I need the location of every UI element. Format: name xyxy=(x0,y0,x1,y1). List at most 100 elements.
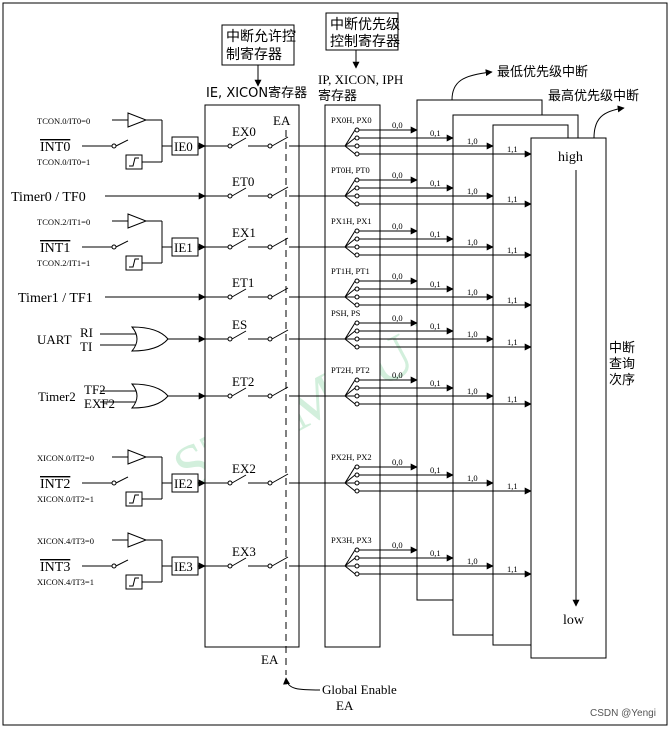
ip-register-caption-1: IP, XICON, IPH xyxy=(318,72,403,87)
t1-en-blade xyxy=(231,288,247,298)
int3-enable-label: EX3 xyxy=(232,544,256,559)
int3-cfg-bottom: XICON.4/IT3=1 xyxy=(37,577,94,587)
int1-switch-blade xyxy=(115,240,129,248)
t2-fan-dot-3 xyxy=(354,401,360,407)
ip-register-box xyxy=(324,104,381,648)
int2-fan-0 xyxy=(344,466,356,484)
t1-level-label-2: 1,0 xyxy=(467,287,478,297)
int1-fan-dot-3 xyxy=(354,252,360,258)
t0-fan-dot-1 xyxy=(354,185,360,191)
uart-fan-dot-3 xyxy=(354,344,360,350)
int2-en-blade xyxy=(231,474,247,484)
uart-prio-label: PSH, PS xyxy=(331,308,361,318)
highest-priority-arrow xyxy=(593,105,625,139)
uart-fan-1 xyxy=(344,330,356,340)
t2-en-dot xyxy=(227,393,233,399)
int0-fan-dot-1 xyxy=(354,135,360,141)
int1-cfg-top: TCON.2/IT1=0 xyxy=(37,217,90,227)
t2-level-label-2: 1,0 xyxy=(467,386,478,396)
int2-ea-blade xyxy=(271,473,289,484)
uart-sig-b: TI xyxy=(80,339,92,354)
int1-fan-dot-2 xyxy=(354,244,360,250)
t1-source-label: Timer1 / TF1 xyxy=(18,291,93,306)
t1-level-label-1: 0,1 xyxy=(430,279,441,289)
t0-fan-dot-2 xyxy=(354,193,360,199)
int1-signal-label: INT1 xyxy=(40,241,70,256)
int3-fan-3 xyxy=(344,565,356,575)
t2-prio-label: PT2H, PT2 xyxy=(331,365,370,375)
t1-fan-dot-3 xyxy=(354,302,360,308)
uart-sig-a: RI xyxy=(80,325,93,340)
t0-level-label-3: 1,1 xyxy=(507,194,518,204)
ip-register-header: 中断优先级 控制寄存器 xyxy=(325,12,400,69)
int2-fan-dot-1 xyxy=(354,472,360,478)
int2-cfg-top: XICON.0/IT2=0 xyxy=(37,453,94,463)
int3-level-label-3: 1,1 xyxy=(507,564,518,574)
int2-switch-dot xyxy=(111,480,117,486)
outer-frame xyxy=(2,2,668,726)
uart-fan-3 xyxy=(344,338,356,348)
int1-enable-label: EX1 xyxy=(232,225,256,240)
int0-ea-dot xyxy=(267,143,273,149)
int3-fan-dot-2 xyxy=(354,563,360,569)
int3-level-label-2: 1,0 xyxy=(467,556,478,566)
int1-gate-label: IE1 xyxy=(174,240,193,255)
int3-prio-label: PX3H, PX3 xyxy=(331,535,372,545)
uart-en-blade xyxy=(231,330,247,340)
t1-en-dot xyxy=(227,294,233,300)
int2-enable-label: EX2 xyxy=(232,461,256,476)
int1-level-label-2: 1,0 xyxy=(467,237,478,247)
t1-fan-0 xyxy=(344,280,356,298)
int0-fan-1 xyxy=(344,137,356,147)
uart-fan-dot-1 xyxy=(354,328,360,334)
int1-cfg-bottom: TCON.2/IT1=1 xyxy=(37,258,90,268)
ie-header-line1: 中断允许控 xyxy=(226,29,296,45)
t1-fan-dot-2 xyxy=(354,294,360,300)
uart-source-label: UART xyxy=(37,332,72,347)
uart-or-gate xyxy=(130,326,169,352)
uart-level-label-3: 1,1 xyxy=(507,337,518,347)
ie-register-box xyxy=(204,104,300,648)
int3-buffer xyxy=(127,532,148,548)
t0-source-label: Timer0 / TF0 xyxy=(11,190,86,205)
uart-fan-dot-2 xyxy=(354,336,360,342)
int0-fan-dot-3 xyxy=(354,151,360,157)
int1-en-dot xyxy=(227,244,233,250)
int1-level-label-0: 0,0 xyxy=(392,221,403,231)
int2-level-label-1: 0,1 xyxy=(430,465,441,475)
int1-fan-3 xyxy=(344,246,356,256)
t2-enable-label: ET2 xyxy=(232,374,254,389)
uart-fan-dot-0 xyxy=(354,320,360,326)
int2-fan-1 xyxy=(344,474,356,484)
int0-signal-label: INT0 xyxy=(40,140,70,155)
uart-enable-label: ES xyxy=(232,317,247,332)
t2-fan-dot-1 xyxy=(354,385,360,391)
int2-fan-dot-3 xyxy=(354,488,360,494)
ie-header-line2: 制寄存器 xyxy=(226,46,282,63)
t1-fan-dot-0 xyxy=(354,278,360,284)
t2-en-blade xyxy=(231,387,247,397)
t2-level-label-3: 1,1 xyxy=(507,394,518,404)
int1-prio-label: PX1H, PX1 xyxy=(331,216,372,226)
int2-level-label-3: 1,1 xyxy=(507,481,518,491)
int3-fan-1 xyxy=(344,557,356,567)
int0-prio-label: PX0H, PX0 xyxy=(331,115,372,125)
int0-enable-label: EX0 xyxy=(232,124,256,139)
int2-fan-dot-0 xyxy=(354,464,360,470)
t2-fan-3 xyxy=(344,395,356,405)
query-high-label: high xyxy=(558,150,583,165)
int3-ea-dot xyxy=(267,563,273,569)
ea-top-label: EA xyxy=(273,113,291,128)
t0-level-label-2: 1,0 xyxy=(467,186,478,196)
t1-level-label-3: 1,1 xyxy=(507,295,518,305)
query-order-box xyxy=(530,137,607,659)
t1-fan-3 xyxy=(344,296,356,306)
lowest-priority-arrow xyxy=(451,69,493,101)
t1-level-label-0: 0,0 xyxy=(392,271,403,281)
int1-ea-dot xyxy=(267,244,273,250)
int1-level-label-1: 0,1 xyxy=(430,229,441,239)
ea-bottom-label: EA xyxy=(261,652,279,667)
t0-en-blade xyxy=(231,187,247,197)
uart-fan-0 xyxy=(344,322,356,340)
int2-fan-3 xyxy=(344,482,356,492)
